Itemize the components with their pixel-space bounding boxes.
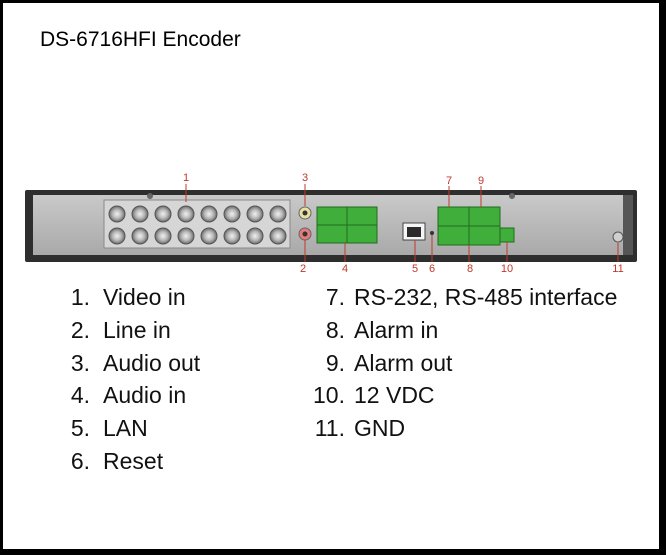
legend-label: 12 VDC — [354, 382, 435, 409]
bnc-connector — [246, 227, 264, 245]
bnc-connector — [200, 227, 218, 245]
legend-number: 7. — [325, 284, 345, 310]
chassis-side — [623, 195, 633, 255]
legend-number: 10. — [313, 382, 345, 409]
legend-number: 2. — [70, 316, 90, 343]
bnc-connector — [269, 205, 287, 223]
reset-button — [430, 231, 434, 235]
legend-number: 5. — [70, 415, 90, 442]
legend-number: 6. — [70, 447, 90, 474]
callout-2: 2 — [300, 263, 306, 275]
bnc-connector — [269, 227, 287, 245]
page-title: DS-6716HFI Encoder — [40, 28, 241, 51]
bnc-connector — [131, 205, 149, 223]
legend-label: LAN — [103, 415, 148, 442]
callout-7: 7 — [446, 175, 452, 187]
legend-number: 8. — [325, 316, 345, 343]
bnc-connector — [223, 205, 241, 223]
video-in-block — [103, 199, 291, 249]
bnc-connector — [154, 205, 172, 223]
legend-label: Audio in — [103, 382, 187, 409]
bnc-connector — [108, 205, 126, 223]
legend-number: 11. — [314, 415, 345, 442]
legend-number: 1. — [70, 284, 90, 310]
screw-icon — [509, 193, 515, 199]
legend-label: Alarm out — [354, 349, 453, 376]
audio-in-terminals — [316, 206, 378, 244]
legend-label: Alarm in — [354, 316, 439, 343]
bnc-connector — [108, 227, 126, 245]
legend-number: 4. — [70, 382, 90, 409]
callout-9: 9 — [478, 175, 484, 187]
figure-frame — [3, 3, 659, 549]
alarm-terminals — [437, 206, 501, 246]
bnc-connector — [223, 227, 241, 245]
ground-post — [612, 231, 624, 243]
bnc-connector — [177, 205, 195, 223]
video-in-connectors — [108, 205, 287, 245]
callout-5: 5 — [412, 263, 418, 275]
legend-number: 3. — [70, 349, 90, 376]
legend-label: RS-232, RS-485 interface — [354, 284, 618, 310]
power-terminal — [499, 227, 515, 243]
bnc-connector — [154, 227, 172, 245]
legend-label: GND — [354, 415, 406, 442]
rear-panel-svg: 1 3 7 9 2 4 5 6 8 10 11 — [25, 172, 637, 275]
callout-1: 1 — [183, 172, 189, 184]
legend-label: Reset — [103, 447, 164, 474]
bnc-connector — [246, 205, 264, 223]
bnc-connector — [177, 227, 195, 245]
callout-6: 6 — [429, 263, 435, 275]
callout-10: 10 — [501, 263, 513, 275]
callout-11: 11 — [612, 263, 623, 275]
legend-label: Line in — [103, 316, 171, 343]
encoder-rear-panel-illustration: 1 3 7 9 2 4 5 6 8 10 11 — [25, 172, 637, 275]
legend-number: 9. — [325, 349, 345, 376]
screw-icon — [147, 193, 153, 199]
callout-leaders — [185, 184, 619, 262]
legend-label: Video in — [103, 284, 186, 310]
callout-3: 3 — [302, 172, 308, 184]
callout-4: 4 — [342, 263, 348, 275]
bnc-connector — [131, 227, 149, 245]
callout-8: 8 — [467, 263, 473, 275]
legend-label: Audio out — [103, 349, 201, 376]
bnc-connector — [200, 205, 218, 223]
